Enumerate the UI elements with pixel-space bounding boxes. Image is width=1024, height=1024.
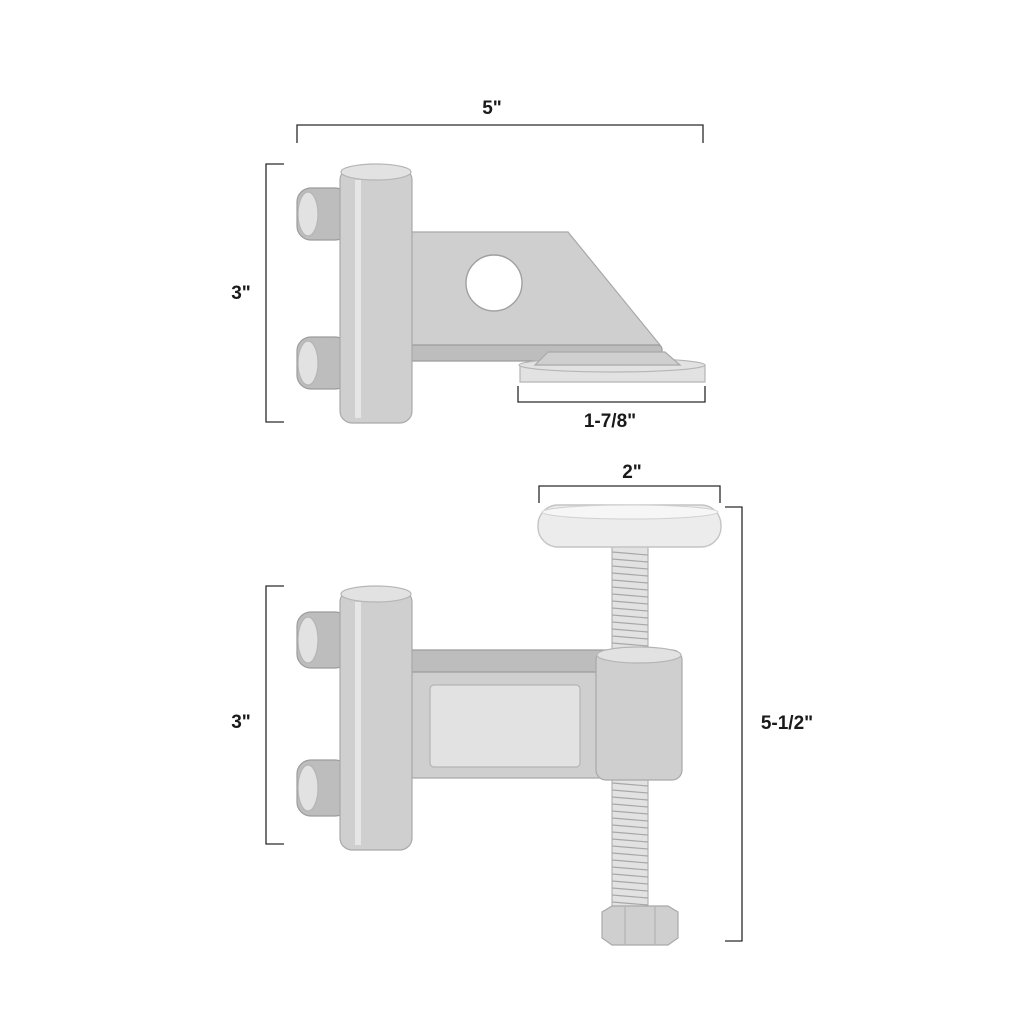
dim-bottom-total: 5-1/2" <box>725 506 813 942</box>
bolt-collar <box>595 649 683 781</box>
dim-top-width-label: 5" <box>482 98 502 119</box>
dim-bottom-height-label: 3" <box>231 712 251 733</box>
dim-top-flange: 1-7/8" <box>517 386 706 432</box>
top-bracket-part <box>296 163 706 424</box>
dim-top-width: 5" <box>296 98 704 143</box>
bottom-clamp-part <box>296 504 722 946</box>
dim-bottom-pad-label: 2" <box>622 462 642 483</box>
top-plate <box>409 231 661 361</box>
dim-top-height-label: 3" <box>231 283 251 304</box>
dim-bottom-total-label: 5-1/2" <box>761 713 813 734</box>
dim-top-height: 3" <box>231 163 284 423</box>
dim-bottom-height: 3" <box>231 585 284 845</box>
top-plate-hole <box>465 254 523 312</box>
top-vertical-tube <box>339 167 413 424</box>
bottom-vertical-tube <box>339 589 413 851</box>
dim-top-flange-label: 1-7/8" <box>584 411 636 432</box>
hex-nut <box>601 905 679 946</box>
dim-bottom-pad: 2" <box>538 462 721 503</box>
